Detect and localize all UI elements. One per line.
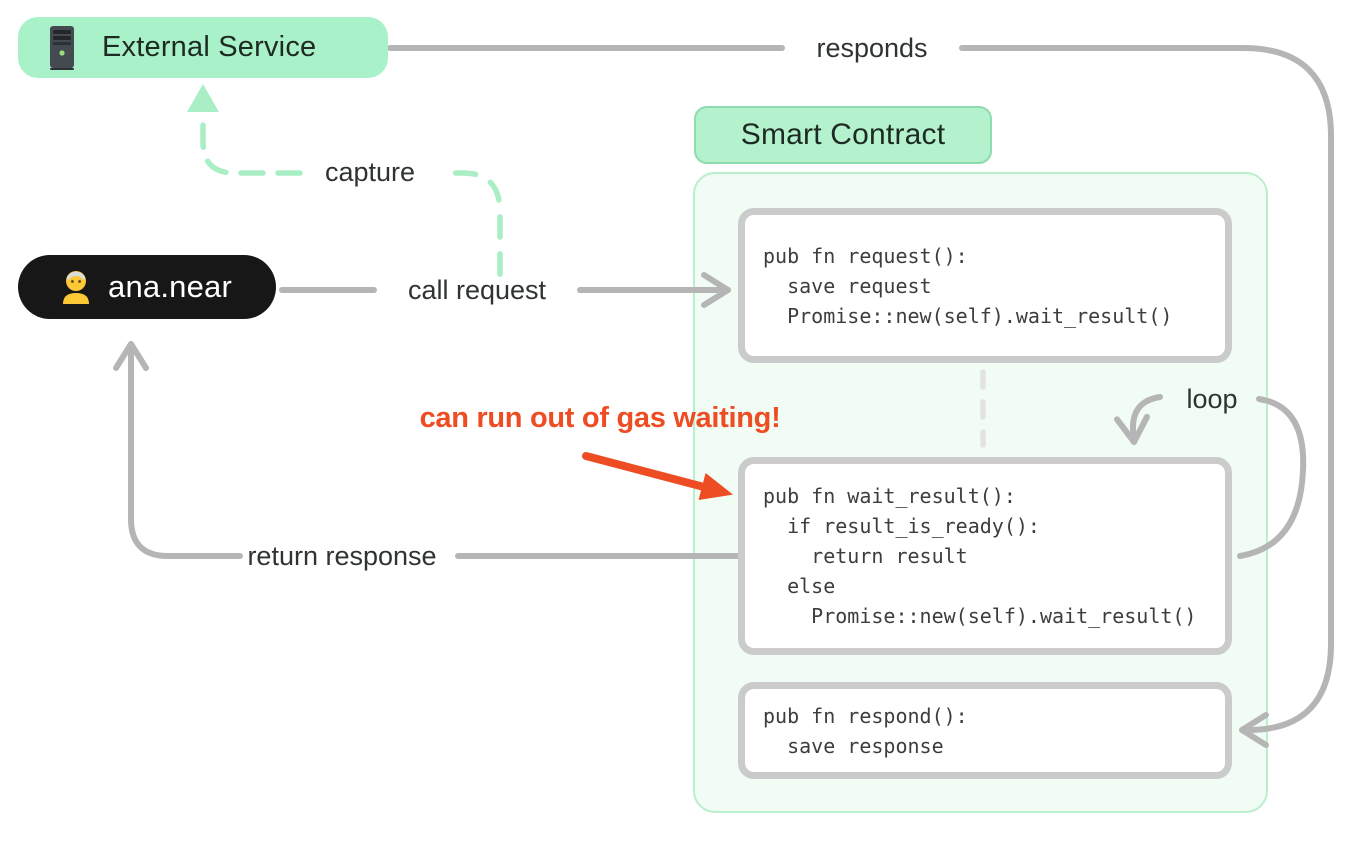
capture-arrow bbox=[187, 84, 503, 277]
return-response-line bbox=[113, 341, 741, 559]
responds-label: responds bbox=[816, 33, 928, 63]
code-box-respond: pub fn respond(): save response bbox=[738, 682, 1232, 779]
warning-arrow bbox=[582, 452, 734, 501]
external-service-node: External Service bbox=[18, 17, 388, 78]
user-node: ana.near bbox=[18, 255, 276, 319]
loop-label: loop bbox=[1186, 384, 1238, 414]
code-box-request: pub fn request(): save request Promise::… bbox=[738, 208, 1232, 363]
code-request: pub fn request(): save request Promise::… bbox=[763, 243, 1173, 328]
external-service-label: External Service bbox=[102, 31, 317, 63]
smart-contract-title: Smart Contract bbox=[694, 106, 992, 164]
gas-warning-label: can run out of gas waiting! bbox=[419, 402, 781, 434]
call-request-label: call request bbox=[407, 275, 547, 305]
code-wait-result: pub fn wait_result(): if result_is_ready… bbox=[763, 484, 1197, 628]
capture-label: capture bbox=[324, 157, 416, 187]
loop-arrow bbox=[1114, 394, 1307, 559]
code-respond: pub fn respond(): save response bbox=[763, 703, 968, 758]
code-box-wait-result: pub fn wait_result(): if result_is_ready… bbox=[738, 457, 1232, 655]
return-response-label: return response bbox=[247, 541, 437, 571]
responds-line bbox=[387, 45, 1334, 748]
person-icon bbox=[58, 267, 94, 307]
user-label: ana.near bbox=[108, 269, 232, 304]
smart-contract-label: Smart Contract bbox=[740, 118, 946, 151]
server-icon bbox=[40, 24, 86, 72]
